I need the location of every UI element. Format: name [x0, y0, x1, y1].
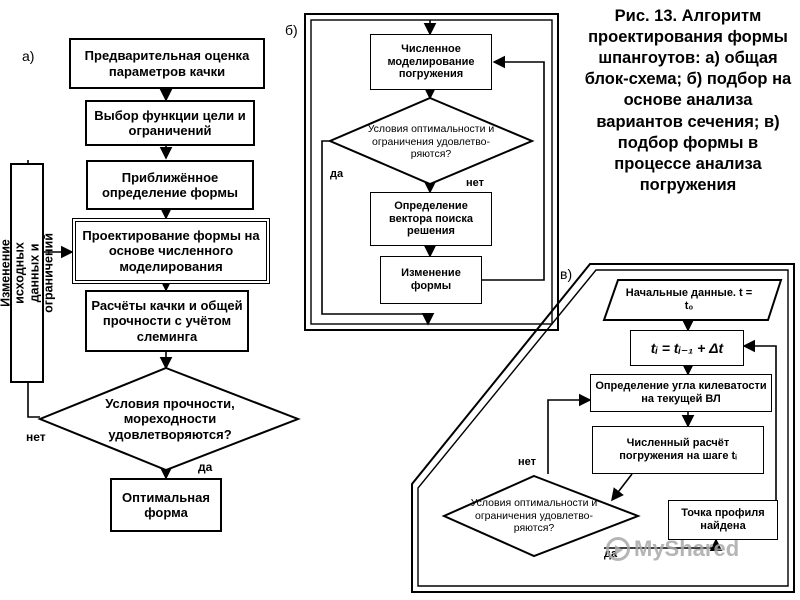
box-label: Изменение формы	[401, 267, 461, 292]
box-label: Численный расчёт погружения на шаге tᵢ	[619, 437, 737, 462]
box-preliminary-estimate: Предварительная оценка параметров качки	[69, 38, 265, 89]
box-label: tᵢ = tᵢ₋₁ + Δt	[650, 339, 724, 356]
decision-strength: Условия прочности, мореходности удовлетв…	[86, 392, 254, 446]
side-box-label: Изменение исходных данных и ограничений	[0, 233, 56, 313]
box-label: Определение вектора поиска решения	[389, 200, 473, 238]
box-label: Предварительная оценка параметров качки	[84, 48, 250, 79]
box-label: Определение угла килеватости на текущей …	[595, 380, 767, 405]
panel-c-label: в)	[560, 266, 573, 282]
box-optimal-shape: Оптимальная форма	[110, 478, 222, 532]
box-label: Оптимальная форма	[122, 489, 210, 520]
side-box-change-inputs: Изменение исходных данных и ограничений	[0, 163, 55, 383]
box-profile-point-found: Точка профиля найдена	[668, 500, 778, 540]
watermark: MyShared	[606, 536, 739, 562]
box-time-step: tᵢ = tᵢ₋₁ + Δt	[630, 330, 744, 366]
label-yes-a: да	[198, 460, 213, 474]
decision-label: Условия прочности, мореходности удовлетв…	[105, 396, 235, 442]
box-label: Численное моделирование погружения	[387, 43, 475, 81]
figure-caption: Рис. 13. Алгоритм проектирования формы ш…	[584, 7, 792, 194]
box-shape-design: Проектирование формы на основе численног…	[72, 218, 270, 284]
box-label: Точка профиля найдена	[681, 507, 765, 532]
box-label: Приближённое определение формы	[101, 169, 239, 200]
start-label: Начальные данные. t = t₀	[625, 287, 753, 312]
panel-b-label: б)	[285, 22, 298, 38]
label-yes-b: да	[330, 168, 344, 180]
box-label: Проектирование формы на основе численног…	[82, 228, 260, 274]
decision-optimality-c: Условия оптимальности и ограничения удов…	[466, 490, 602, 542]
play-icon	[606, 537, 630, 561]
box-deadrise-angle: Определение угла килеватости на текущей …	[590, 374, 772, 412]
decision-label: Условия оптимальности и ограничения удов…	[367, 123, 495, 161]
box-label: Выбор функции цели и ограничений	[94, 107, 246, 138]
start-initial-data: Начальные данные. t = t₀	[622, 282, 756, 318]
box-approximate-shape: Приближённое определение формы	[86, 160, 254, 210]
label-no-c: нет	[518, 456, 537, 468]
box-shape-change: Изменение формы	[380, 256, 482, 304]
box-objective-function: Выбор функции цели и ограничений	[85, 100, 255, 146]
box-immersion-modeling: Численное моделирование погружения	[370, 34, 492, 90]
box-label: Расчёты качки и общей прочности с учётом…	[91, 298, 243, 344]
watermark-text: MyShared	[634, 536, 740, 561]
decision-optimality-b: Условия оптимальности и ограничения удов…	[352, 114, 510, 170]
box-search-vector: Определение вектора поиска решения	[370, 192, 492, 246]
label-no-a: нет	[26, 430, 46, 444]
box-strength-calculation: Расчёты качки и общей прочности с учётом…	[85, 290, 249, 352]
box-immersion-calculation: Численный расчёт погружения на шаге tᵢ	[592, 426, 764, 474]
decision-label: Условия оптимальности и ограничения удов…	[470, 497, 598, 535]
panel-a-label: а)	[22, 48, 35, 64]
label-no-b: нет	[466, 177, 485, 189]
